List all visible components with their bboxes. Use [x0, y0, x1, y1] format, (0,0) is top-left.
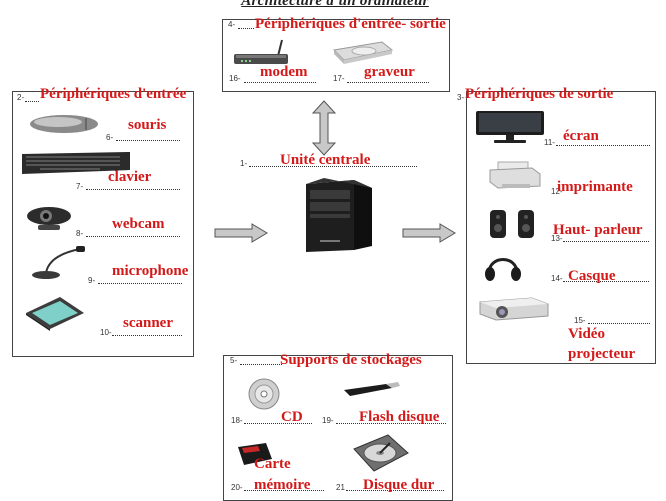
flash-label: Flash disque	[359, 409, 440, 425]
scanner-number: 10-	[100, 328, 112, 337]
storage-number-5: 5-	[230, 356, 238, 365]
cd-icon	[248, 378, 280, 410]
imprimante-label: imprimante	[557, 179, 633, 195]
flash-dots	[336, 423, 446, 424]
printer-icon	[489, 161, 541, 189]
modem-number: 16-	[229, 74, 241, 83]
clavier-dots	[86, 189, 180, 190]
haut-parleur-label: Haut- parleur	[553, 222, 643, 238]
output-heading: Périphériques de sortie	[465, 86, 614, 102]
input-dots	[25, 101, 39, 102]
projecteur-label-line1: Vidéo	[568, 326, 605, 342]
disque-dur-number: 21	[336, 483, 345, 492]
casque-label: Casque	[568, 268, 616, 284]
carte-number: 20-	[231, 483, 243, 492]
arrow-right-icon	[402, 223, 456, 243]
microphone-dots	[98, 283, 182, 284]
microphone-icon	[32, 246, 85, 279]
io-heading: Périphériques d'entrée- sortie	[255, 16, 446, 32]
input-heading: Périphériques d'entrée	[40, 86, 187, 102]
projecteur-dots	[588, 323, 650, 324]
graveur-dots	[347, 82, 429, 83]
webcam-label: webcam	[112, 216, 165, 232]
hard-disk-icon	[353, 434, 409, 472]
clavier-number: 7-	[76, 182, 84, 191]
projecteur-number: 15-	[574, 316, 586, 325]
headphones-icon	[485, 258, 521, 281]
carte-label-line1: Carte	[254, 456, 291, 472]
ecran-label: écran	[563, 128, 599, 144]
arrow-right-icon	[214, 223, 268, 243]
imprimante-number: 12-	[551, 187, 563, 196]
graveur-number: 17-	[333, 74, 345, 83]
storage-heading: Supports de stockages	[280, 352, 422, 368]
scanner-icon	[26, 297, 84, 331]
computer-tower-icon	[306, 178, 372, 252]
graveur-label: graveur	[364, 64, 415, 80]
unite-label: Unité centrale	[280, 152, 371, 168]
ecran-number: 11-	[544, 138, 555, 147]
flash-number: 19-	[322, 416, 334, 425]
carte-dots	[244, 490, 324, 491]
io-number-4: 4-	[228, 20, 236, 29]
haut-parleur-dots	[563, 241, 649, 242]
unite-number: 1-	[240, 159, 248, 168]
casque-dots	[563, 281, 649, 282]
cd-label: CD	[281, 409, 303, 425]
disque-dur-dots	[346, 490, 444, 491]
souris-dots	[116, 140, 180, 141]
storage-dots	[240, 364, 282, 365]
webcam-icon	[27, 207, 71, 230]
io-dots	[238, 28, 254, 29]
monitor-icon	[476, 111, 544, 143]
cd-dots	[244, 423, 312, 424]
dvd-burner-icon	[332, 41, 394, 64]
projector-icon	[479, 297, 549, 321]
memory-card-icon	[238, 443, 272, 465]
souris-number: 6-	[106, 133, 114, 142]
webcam-dots	[86, 236, 180, 237]
scanner-label: scanner	[123, 315, 173, 331]
scanner-dots	[112, 335, 182, 336]
ecran-dots	[556, 145, 650, 146]
projecteur-label-line2: projecteur	[568, 346, 636, 362]
webcam-number: 8-	[76, 229, 84, 238]
microphone-number: 9-	[88, 276, 96, 285]
output-number-3: 3-	[457, 93, 465, 102]
unite-dots	[249, 166, 417, 167]
disque-dur-label: Disque dur	[363, 477, 435, 493]
speakers-icon	[490, 210, 534, 238]
haut-parleur-number: 13-	[551, 234, 563, 243]
modem-dots	[244, 82, 316, 83]
page-title: Architecture d'un ordinateur	[241, 0, 429, 9]
modem-label: modem	[260, 64, 308, 80]
usb-flash-icon	[344, 382, 400, 396]
clavier-label: clavier	[108, 169, 152, 185]
casque-number: 14-	[551, 274, 563, 283]
souris-label: souris	[128, 117, 167, 133]
cd-number: 18-	[231, 416, 243, 425]
mouse-icon	[30, 115, 98, 133]
microphone-label: microphone	[112, 263, 189, 279]
double-arrow-vertical-icon	[311, 100, 337, 156]
input-number-2: 2-	[17, 93, 25, 102]
carte-label-line2: mémoire	[254, 477, 311, 493]
modem-icon	[234, 39, 288, 64]
keyboard-icon	[22, 152, 130, 174]
